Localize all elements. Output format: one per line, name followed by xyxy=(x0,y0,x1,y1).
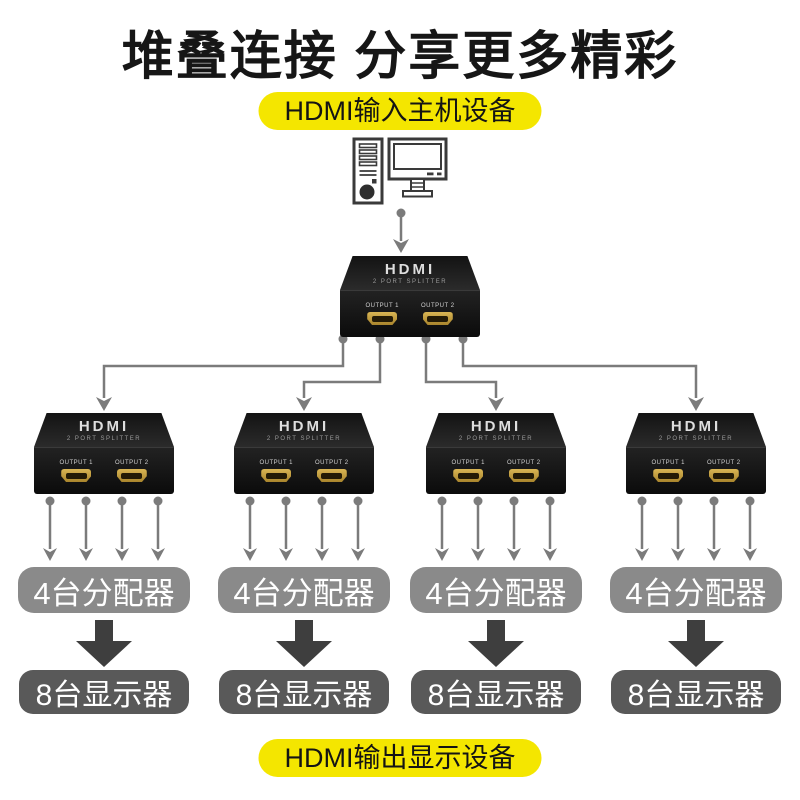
cable-outputs-splitter-1 xyxy=(43,496,165,561)
hdmi-port-icon xyxy=(367,312,398,325)
device-model-text: 2 PORT SPLITTER xyxy=(66,435,142,442)
output-port-2: OUTPUT 2 xyxy=(115,460,149,482)
output-port-2: OUTPUT 2 xyxy=(315,460,349,482)
output-port-2: OUTPUT 2 xyxy=(707,460,741,482)
desktop-computer-icon xyxy=(352,137,448,205)
device-front-face: OUTPUT 1 OUTPUT 2 xyxy=(426,447,566,494)
down-arrow-icon xyxy=(468,620,524,667)
output-port-1: OUTPUT 1 xyxy=(365,303,399,325)
page-title: 堆叠连接 分享更多精彩 xyxy=(121,28,679,86)
splitter-count-label-1: 4台分配器 xyxy=(18,567,190,613)
hdmi-port-icon xyxy=(422,312,453,325)
hdmi-logo: HDMI xyxy=(670,417,722,435)
device-front-face: OUTPUT 1 OUTPUT 2 xyxy=(626,447,766,494)
hdmi-port-icon xyxy=(708,469,739,482)
port-slot xyxy=(457,472,479,479)
device-model-text: 2 PORT SPLITTER xyxy=(458,435,534,442)
output-port-2: OUTPUT 2 xyxy=(421,303,455,325)
hdmi-splitter-4: HDMI 2 PORT SPLITTER OUTPUT 1 OUTPUT 2 xyxy=(626,413,766,494)
hdmi-port-icon xyxy=(453,469,484,482)
cable-outputs-splitter-4 xyxy=(635,496,757,561)
display-count-label-2: 8台显示器 xyxy=(219,670,389,714)
port-slot xyxy=(321,472,343,479)
hdmi-port-icon xyxy=(508,469,539,482)
output-port-1: OUTPUT 1 xyxy=(259,460,293,482)
device-front-face: OUTPUT 1 OUTPUT 2 xyxy=(340,290,480,337)
port-slot xyxy=(371,315,393,322)
port-slot xyxy=(713,472,735,479)
device-top-face: HDMI 2 PORT SPLITTER xyxy=(426,413,566,447)
hdmi-input-label: HDMI输入主机设备 xyxy=(258,92,542,130)
device-top-face: HDMI 2 PORT SPLITTER xyxy=(626,413,766,447)
display-count-label-3: 8台显示器 xyxy=(411,670,581,714)
cable-branch-4 xyxy=(458,334,704,411)
cable-outputs-splitter-3 xyxy=(435,496,557,561)
device-model-text: 2 PORT SPLITTER xyxy=(658,435,734,442)
splitter-count-label-4: 4台分配器 xyxy=(610,567,782,613)
device-model-text: 2 PORT SPLITTER xyxy=(266,435,342,442)
hdmi-splitter-2: HDMI 2 PORT SPLITTER OUTPUT 1 OUTPUT 2 xyxy=(234,413,374,494)
device-top-face: HDMI 2 PORT SPLITTER xyxy=(340,256,480,290)
hdmi-logo: HDMI xyxy=(470,417,522,435)
splitter-count-label-3: 4台分配器 xyxy=(410,567,582,613)
down-arrow-icon xyxy=(668,620,724,667)
hdmi-logo: HDMI xyxy=(78,417,130,435)
device-top-face: HDMI 2 PORT SPLITTER xyxy=(234,413,374,447)
hdmi-output-label: HDMI输出显示设备 xyxy=(258,739,542,777)
hdmi-port-icon xyxy=(316,469,347,482)
port-slot xyxy=(657,472,679,479)
port-slot xyxy=(513,472,535,479)
splitter-count-label-2: 4台分配器 xyxy=(218,567,390,613)
port-slot xyxy=(65,472,87,479)
hdmi-splitter-1: HDMI 2 PORT SPLITTER OUTPUT 1 OUTPUT 2 xyxy=(34,413,174,494)
hdmi-port-icon xyxy=(116,469,147,482)
device-front-face: OUTPUT 1 OUTPUT 2 xyxy=(34,447,174,494)
output-port-2: OUTPUT 2 xyxy=(507,460,541,482)
cable-outputs-splitter-2 xyxy=(243,496,365,561)
cable-branch-1 xyxy=(96,334,348,411)
display-count-label-1: 8台显示器 xyxy=(19,670,189,714)
down-arrow-icon xyxy=(76,620,132,667)
cable-branch-2 xyxy=(296,334,385,411)
hdmi-logo: HDMI xyxy=(278,417,330,435)
cable-branch-3 xyxy=(421,334,504,411)
port-slot xyxy=(265,472,287,479)
hdmi-logo: HDMI xyxy=(384,260,436,278)
hdmi-port-icon xyxy=(653,469,684,482)
down-arrow-icon xyxy=(276,620,332,667)
hdmi-splitter-3: HDMI 2 PORT SPLITTER OUTPUT 1 OUTPUT 2 xyxy=(426,413,566,494)
output-port-1: OUTPUT 1 xyxy=(451,460,485,482)
device-model-text: 2 PORT SPLITTER xyxy=(372,278,448,285)
output-port-1: OUTPUT 1 xyxy=(59,460,93,482)
hdmi-splitter-central: HDMI 2 PORT SPLITTER OUTPUT 1 OUTPUT 2 xyxy=(340,256,480,337)
device-top-face: HDMI 2 PORT SPLITTER xyxy=(34,413,174,447)
cable-host-to-splitter xyxy=(393,208,409,253)
hdmi-port-icon xyxy=(261,469,292,482)
output-port-1: OUTPUT 1 xyxy=(651,460,685,482)
device-front-face: OUTPUT 1 OUTPUT 2 xyxy=(234,447,374,494)
port-slot xyxy=(427,315,449,322)
display-count-label-4: 8台显示器 xyxy=(611,670,781,714)
hdmi-port-icon xyxy=(61,469,92,482)
port-slot xyxy=(121,472,143,479)
